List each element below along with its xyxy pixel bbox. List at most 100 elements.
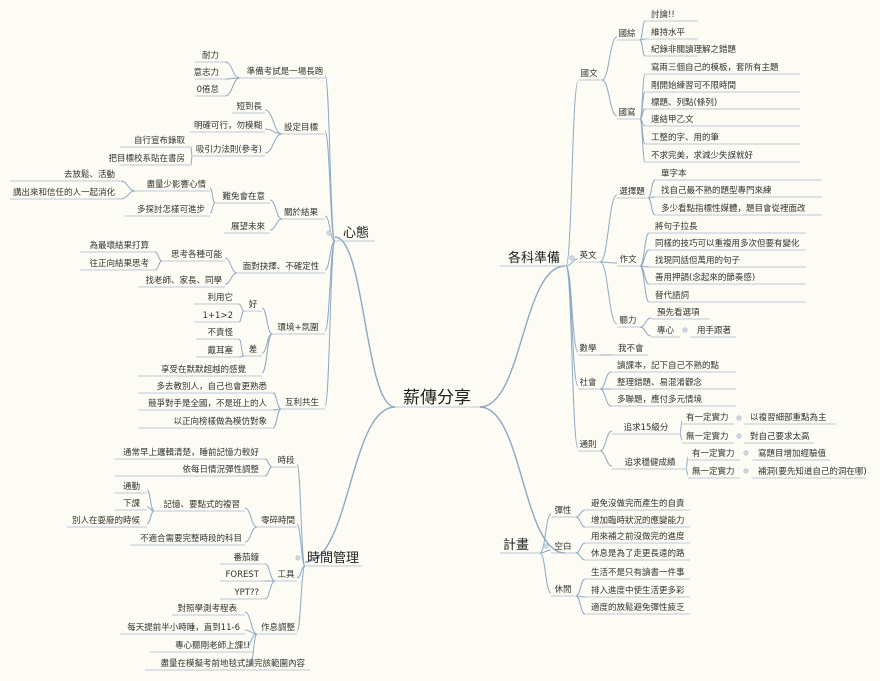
connector [639, 317, 652, 328]
set-goal-attraction: 吸引力法則(參考) [196, 144, 262, 155]
collapse-dot[interactable] [569, 255, 575, 261]
about-result-avoid: 難免會在意 [222, 191, 265, 202]
connector [685, 468, 689, 476]
connector [264, 563, 276, 582]
connector [296, 565, 306, 632]
connector [296, 463, 306, 567]
connector [599, 450, 613, 467]
env-good-node: 好 [249, 299, 258, 310]
connector [324, 240, 336, 407]
memo-item: 別人在耍廢的時候 [72, 515, 141, 526]
connector [224, 61, 241, 79]
connector [575, 509, 586, 518]
connector [599, 194, 618, 263]
plan-blank-item: 用來補之前沒做完的進度 [591, 531, 685, 542]
connector [269, 199, 283, 220]
connector [209, 187, 216, 204]
connector [599, 371, 612, 390]
mutual-item: 以正向榜樣做為模仿對象 [173, 416, 267, 427]
collapse-dot[interactable] [326, 230, 332, 236]
time-period-item: 通常早上邏輯清楚，睡前記憶力較好 [123, 447, 260, 458]
connector [238, 338, 245, 357]
chinese-general-item: 紀錄非關讀理解之錯題 [651, 44, 737, 55]
mutual-item: 競爭對手是全國，不是班上的人 [148, 398, 268, 409]
time-tools-item: 番茄鐘 [233, 552, 259, 563]
time-topic: 時間管理 [307, 551, 359, 566]
connector [146, 489, 155, 512]
attraction-item: 把目標校系貼在書房 [108, 153, 185, 164]
subjects-topic: 各科準備 [508, 250, 560, 266]
social-node: 社會 [579, 377, 597, 388]
connector [601, 36, 618, 81]
mindset-topic: 心態 [343, 225, 369, 241]
connector [639, 265, 650, 303]
rules-steady-node: 追求穩健成績 [624, 457, 676, 468]
connector [190, 155, 193, 166]
english-listening-item: 專心 [657, 325, 675, 336]
time-period-node: 時段 [277, 455, 295, 466]
connector [238, 310, 245, 323]
connector [324, 74, 336, 242]
connector [146, 506, 155, 512]
connector [599, 388, 612, 407]
connector [238, 303, 245, 312]
environment-node: 環境+氛圍 [277, 322, 318, 333]
connector [639, 232, 650, 267]
plan-blank-item: 休息是為了走更長遠的路 [591, 548, 685, 559]
collapse-dot[interactable] [295, 555, 301, 561]
connector [120, 190, 136, 200]
connector [685, 456, 689, 470]
connector [261, 333, 273, 374]
social-item: 多聯題，應付多元情境 [617, 394, 703, 405]
chinese-node: 國文 [580, 68, 598, 79]
collapse-dot[interactable] [743, 468, 749, 474]
collapse-dot[interactable] [736, 433, 742, 439]
connector [264, 133, 283, 154]
plan-flex-item: 避免沒做完而產生的自責 [591, 498, 685, 509]
collapse-dot[interactable] [682, 327, 688, 333]
connector [324, 215, 336, 242]
routine-item: 專心聽剛老師上課!! [175, 640, 250, 651]
connector [479, 406, 566, 554]
rules-steady-no-note: 補洞(要先知道自己的洞在哪) [758, 466, 867, 477]
english-node: 英文 [579, 250, 597, 261]
connector [264, 580, 276, 600]
connector [154, 251, 163, 262]
english-listening-node: 聽力 [619, 315, 636, 326]
connector [244, 526, 258, 543]
connector [244, 611, 258, 635]
exam-marathon-node: 準備考試是一場長跑 [247, 66, 324, 77]
connector [565, 81, 579, 267]
english-essay-node: 作文 [619, 254, 637, 265]
chinese-writing-item: 標題、列點(條列) [651, 97, 717, 108]
connector [264, 109, 283, 135]
about-result-mood: 去放鬆、活動 [64, 169, 115, 180]
english-essay-item: 替代語詞 [655, 290, 689, 301]
rules-level15-has-note: 以複習細部重點為主 [750, 412, 827, 423]
connector [249, 633, 258, 667]
connector [224, 272, 238, 285]
connector [479, 265, 566, 408]
rules-level15-no: 無一定實力 [686, 431, 729, 442]
collapse-dot[interactable] [543, 543, 549, 549]
chinese-general-node: 國綜 [618, 28, 636, 39]
connector [261, 307, 273, 335]
collapse-dot[interactable] [743, 450, 749, 456]
chinese-writing-item: 不求完美，求減少失誤就好 [651, 150, 754, 161]
connector [575, 516, 586, 528]
connector [539, 513, 552, 554]
set-goal-item: 明確可行，勿模糊 [194, 120, 262, 131]
chinese-general-item: 維持水平 [651, 27, 686, 38]
plan-topic: 計畫 [503, 537, 529, 553]
connector [679, 433, 683, 441]
env-enjoy: 享受在默默超越的感覺 [161, 364, 247, 375]
collapse-dot[interactable] [736, 415, 742, 421]
chinese-writing-item: 寫兩三個自己的模板，套所有主題 [651, 62, 779, 73]
mutual-node: 互利共生 [285, 397, 320, 408]
rules-steady-no: 無一定實力 [692, 466, 735, 477]
connector [679, 420, 683, 435]
connector [224, 77, 241, 97]
connector [639, 39, 646, 57]
time-routine-node: 作息調整 [261, 622, 296, 633]
